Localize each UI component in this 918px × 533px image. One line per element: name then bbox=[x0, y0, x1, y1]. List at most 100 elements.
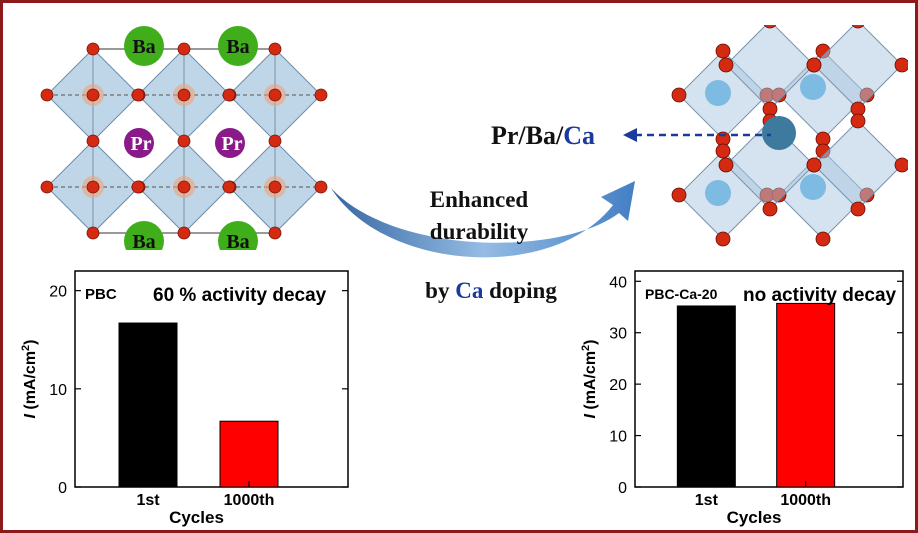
oxygen-atom bbox=[177, 134, 191, 148]
oxygen-atom bbox=[268, 42, 282, 56]
ba-atom bbox=[218, 26, 258, 66]
ba-label: Ba bbox=[132, 36, 155, 58]
doping-label: by Ca doping bbox=[411, 278, 571, 304]
y-tick-label: 40 bbox=[609, 274, 627, 291]
bar bbox=[776, 302, 836, 488]
a-site-atom bbox=[800, 174, 826, 200]
y-tick-label: 10 bbox=[49, 382, 67, 399]
oxygen-atom bbox=[86, 180, 100, 194]
oxygen-atom bbox=[715, 43, 731, 59]
oxygen-atom bbox=[131, 180, 145, 194]
ba-atom bbox=[124, 26, 164, 66]
a-site-atom bbox=[762, 116, 796, 150]
ba-spheres: Ba Ba Ba Ba bbox=[124, 26, 258, 250]
bar bbox=[219, 420, 279, 488]
oxygen-atom bbox=[86, 88, 100, 102]
x-tick-label: 1000th bbox=[224, 492, 275, 509]
oxygen-atom bbox=[268, 134, 282, 148]
oxygen-atom bbox=[40, 180, 54, 194]
a-site-atom bbox=[705, 180, 731, 206]
pr-atom bbox=[215, 128, 245, 158]
oxygen-atom bbox=[86, 226, 100, 240]
x-axis-label: Cycles bbox=[169, 508, 224, 527]
y-axis-label: I (mA/cm2) bbox=[580, 339, 599, 418]
ba-atom bbox=[218, 221, 258, 250]
oxygen-atom bbox=[851, 25, 865, 29]
oxygen-atom bbox=[177, 226, 191, 240]
y-tick-label: 0 bbox=[618, 480, 627, 497]
chart-annotation: no activity decay bbox=[743, 285, 897, 306]
pr-spheres: Pr Pr bbox=[124, 128, 245, 158]
oxygen-atom bbox=[222, 88, 236, 102]
oxygen-atom bbox=[268, 226, 282, 240]
oxygen-atom bbox=[718, 57, 734, 73]
enhanced-label: Enhanced bbox=[429, 187, 529, 212]
pr-label: Pr bbox=[221, 133, 242, 155]
a-site-atom bbox=[800, 74, 826, 100]
oxygen-atom bbox=[86, 134, 100, 148]
composition-ca: Ca bbox=[563, 121, 595, 150]
oxygen-atom bbox=[40, 88, 54, 102]
oxygen-atom bbox=[715, 231, 731, 247]
oxygen-atom bbox=[314, 180, 328, 194]
oxygen-atom bbox=[762, 201, 778, 217]
ba-label: Ba bbox=[132, 231, 155, 250]
composition-pointer-arrow bbox=[623, 128, 771, 142]
pbc-ca-crystal-structure bbox=[671, 25, 908, 247]
pbc-crystal-structure: Ba Ba Ba Ba Pr Pr bbox=[40, 26, 328, 250]
ba-label: Ba bbox=[226, 231, 249, 250]
ba-label: Ba bbox=[226, 36, 249, 58]
octahedra-grid bbox=[40, 42, 328, 240]
oxygen-atom bbox=[715, 143, 731, 159]
oxygen-atom bbox=[850, 113, 866, 129]
pr-label: Pr bbox=[130, 133, 151, 155]
plot-area bbox=[634, 270, 904, 488]
curved-arrow-icon bbox=[331, 181, 635, 258]
y-axis-label: I (mA/cm2) bbox=[20, 339, 39, 418]
y-tick-label: 10 bbox=[609, 429, 627, 446]
doping-suffix: doping bbox=[483, 278, 557, 303]
oxygen-atom bbox=[86, 42, 100, 56]
oxygen-atom bbox=[806, 57, 822, 73]
doping-ca: Ca bbox=[455, 278, 484, 303]
x-axis-label: Cycles bbox=[727, 508, 782, 527]
y-tick-label: 20 bbox=[49, 284, 67, 301]
oxygen-atom bbox=[850, 201, 866, 217]
y-tick-label: 30 bbox=[609, 326, 627, 343]
chart-annotation: 60 % activity decay bbox=[153, 285, 327, 306]
y-tick-label: 20 bbox=[609, 377, 627, 394]
oxygen-atom bbox=[671, 87, 687, 103]
oxygen-atom bbox=[314, 88, 328, 102]
oxygen-atom bbox=[177, 180, 191, 194]
oxygen-atom bbox=[815, 231, 831, 247]
pr-atom bbox=[124, 128, 154, 158]
bar bbox=[118, 322, 178, 488]
cubic-octahedra bbox=[671, 25, 908, 247]
oxygen-atom bbox=[177, 88, 191, 102]
oxygen-atom bbox=[222, 180, 236, 194]
oxygen-atom bbox=[718, 157, 734, 173]
a-site-atom bbox=[705, 80, 731, 106]
oxygen-atom bbox=[763, 25, 777, 29]
series-label: PBC-Ca-20 bbox=[645, 286, 718, 302]
durability-label: durability bbox=[429, 219, 529, 244]
oxygen-atom bbox=[131, 88, 145, 102]
composition-label: Pr/Ba/Ca bbox=[491, 121, 595, 151]
x-tick-label: 1000th bbox=[780, 492, 831, 509]
ba-atom bbox=[124, 221, 164, 250]
bar bbox=[676, 305, 736, 488]
oxygen-atom bbox=[268, 88, 282, 102]
plot-area bbox=[74, 270, 349, 488]
series-label: PBC bbox=[85, 286, 117, 303]
oxygen-atom bbox=[177, 42, 191, 56]
y-tick-label: 0 bbox=[58, 480, 67, 497]
oxygen-atom bbox=[268, 180, 282, 194]
oxygen-atom bbox=[671, 187, 687, 203]
doping-prefix: by bbox=[425, 278, 456, 303]
oxygen-atom bbox=[894, 157, 908, 173]
oxygen-atom bbox=[894, 57, 908, 73]
x-tick-label: 1st bbox=[695, 492, 719, 509]
